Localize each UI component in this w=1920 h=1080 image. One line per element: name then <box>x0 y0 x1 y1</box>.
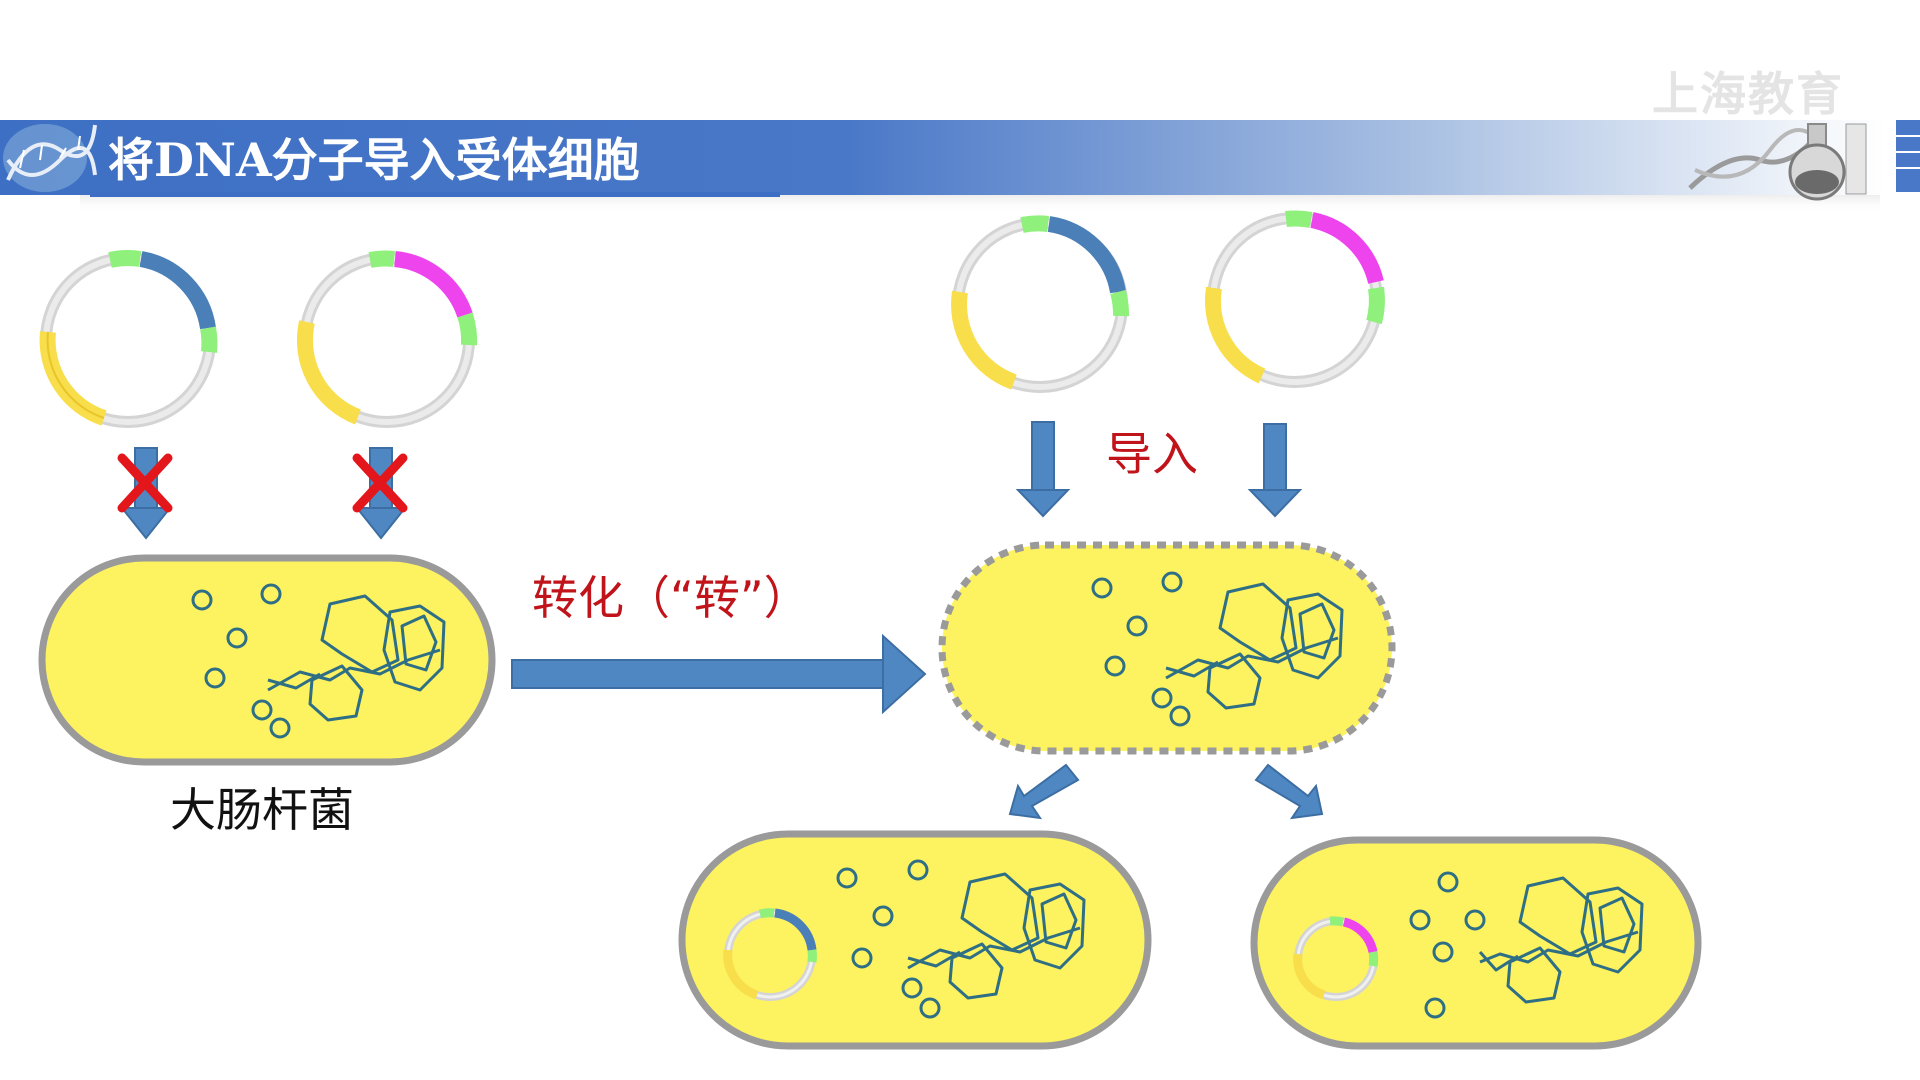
dna-helix-icon <box>3 124 97 192</box>
plasmid-blue-left <box>39 250 218 428</box>
flask-icon <box>1688 123 1867 201</box>
chromosome <box>907 872 1086 1000</box>
diagonal-arrow-right <box>1254 763 1324 820</box>
banner-right-tab <box>1896 120 1920 192</box>
transformed-cell-blue <box>678 830 1152 1050</box>
plasmid-magenta-left <box>297 250 478 428</box>
chromosome <box>267 594 446 722</box>
chromosome <box>1478 876 1644 1004</box>
transformed-cell-magenta <box>1250 836 1702 1050</box>
granules <box>191 583 291 739</box>
cross-icon <box>117 453 173 513</box>
import-label: 导入 <box>1106 427 1198 481</box>
watermark: 上海教育 <box>1652 67 1844 121</box>
import-arrow-right <box>1247 423 1303 518</box>
granules <box>1409 871 1486 1019</box>
cross-icon <box>352 453 408 513</box>
banner-right-tab-lines <box>1896 135 1920 169</box>
granules <box>1091 571 1191 727</box>
ecoli-label: 大肠杆菌 <box>170 783 354 837</box>
diagonal-arrow-left <box>1008 763 1080 820</box>
granules <box>836 859 941 1019</box>
competent-cell <box>938 541 1396 755</box>
transform-label: 转化（“转”） <box>532 571 810 625</box>
banner <box>0 120 1885 195</box>
plasmid-magenta-right <box>1204 210 1385 388</box>
plasmid-blue-right <box>951 215 1129 393</box>
ecoli-cell <box>38 554 496 766</box>
import-arrow-left <box>1015 421 1071 518</box>
banner-underline <box>90 192 780 197</box>
chromosome <box>1165 582 1344 710</box>
transform-arrow <box>511 633 927 715</box>
plasmid-small-magenta <box>1293 916 1379 1001</box>
page-title: 将DNA分子导入受体细胞 <box>108 133 640 187</box>
plasmid-small-blue <box>723 908 817 1001</box>
